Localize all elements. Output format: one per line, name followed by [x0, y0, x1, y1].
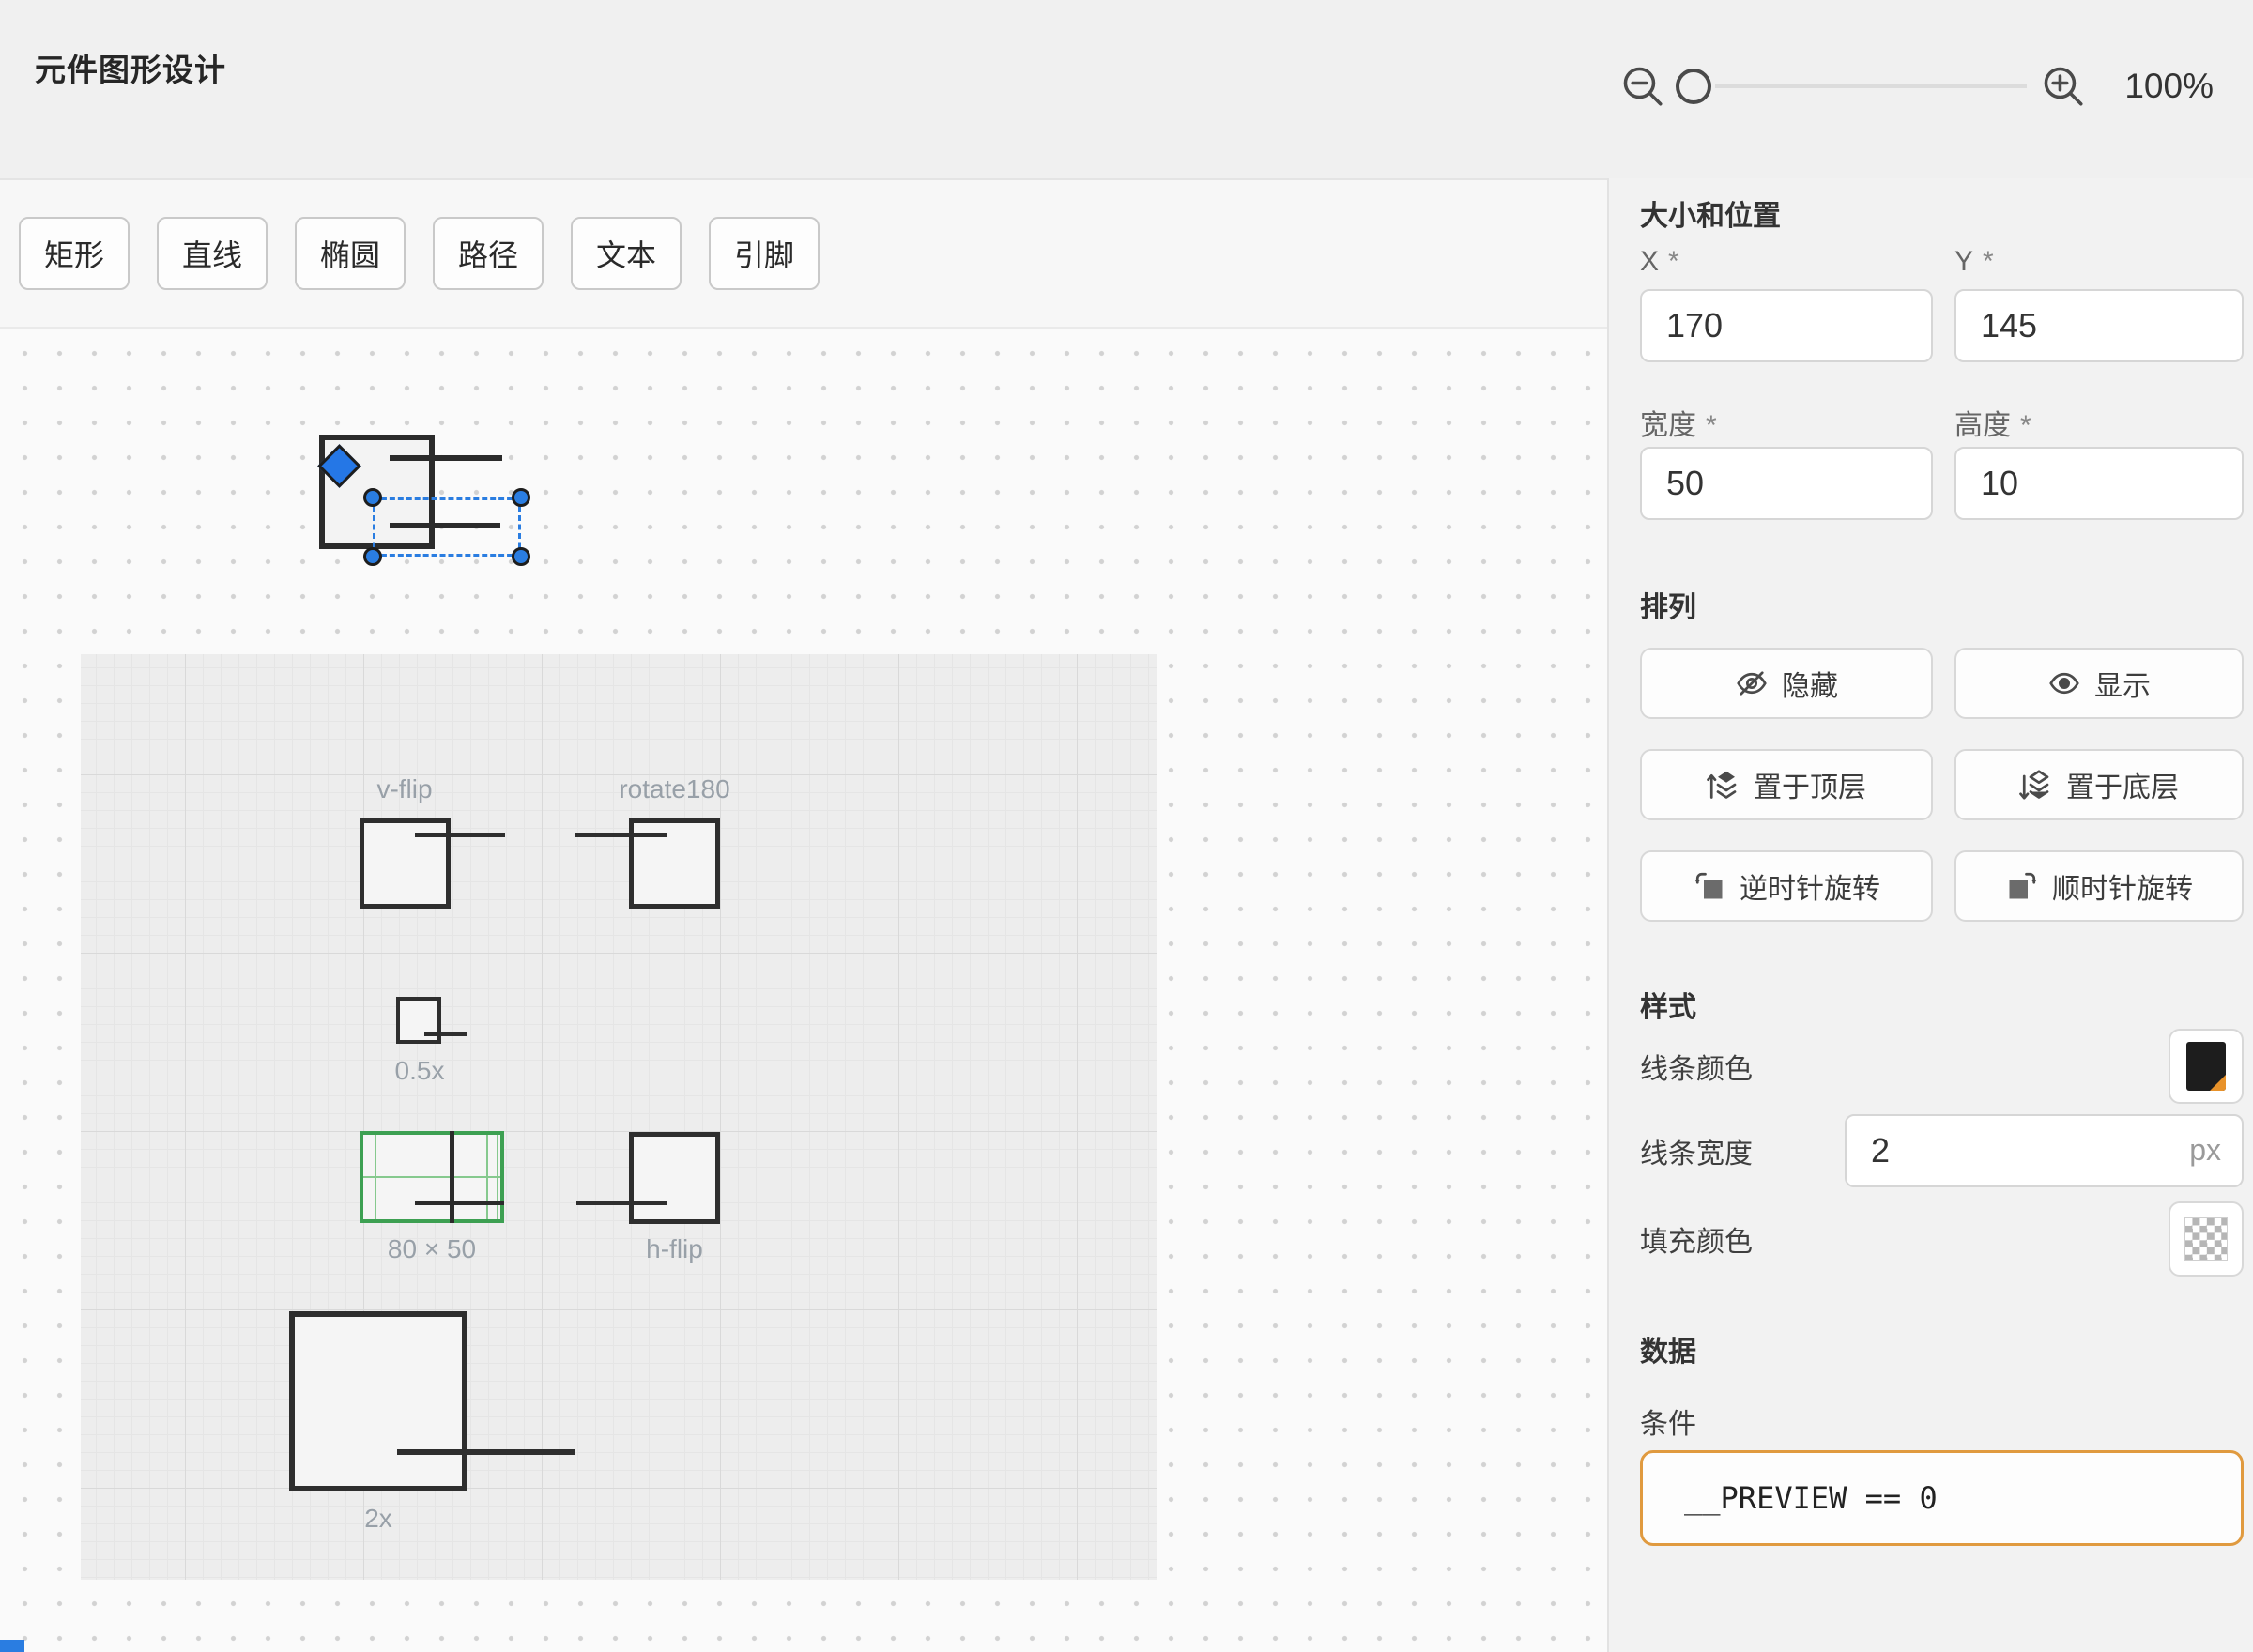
line-color-swatch-icon: [2186, 1042, 2226, 1091]
zoom-out-icon[interactable]: [1619, 63, 1666, 110]
selection-box[interactable]: [373, 497, 521, 557]
section-data: 数据: [1640, 1337, 1696, 1368]
top-bar: 元件图形设计 100%: [0, 0, 2253, 178]
line-color-row: 线条颜色: [1640, 1029, 2244, 1104]
condition-label: 条件: [1640, 1409, 1696, 1440]
layers-down-icon: [2019, 770, 2049, 800]
original-pin-line: [415, 1201, 504, 1205]
resize-guide-line: [363, 1176, 500, 1178]
bring-to-front-button[interactable]: 置于顶层: [1640, 749, 1933, 820]
section-style: 样式: [1640, 992, 1696, 1023]
tool-rectangle[interactable]: 矩形: [19, 217, 130, 290]
shape-toolbar: 矩形 直线 椭圆 路径 文本 引脚: [0, 178, 1607, 329]
shape-label: 0.5x: [394, 1056, 445, 1085]
send-to-back-button[interactable]: 置于底层: [1954, 749, 2244, 820]
fill-color-picker[interactable]: [2169, 1201, 2244, 1277]
shape-label: 80 × 50: [387, 1234, 477, 1263]
shape-half-scale[interactable]: [396, 997, 441, 1044]
shape-label: h-flip: [646, 1234, 703, 1263]
symbol-pin-bottom[interactable]: [390, 523, 500, 528]
shape-label: rotate180: [619, 774, 730, 803]
shape-double-scale-pin: [397, 1449, 575, 1455]
shape-half-scale-pin: [424, 1032, 467, 1036]
y-field[interactable]: [1954, 289, 2244, 362]
selection-handle-nw[interactable]: [363, 488, 382, 507]
zoom-slider-handle[interactable]: [1676, 69, 1712, 104]
resize-guide-line: [486, 1135, 488, 1219]
design-canvas[interactable]: v-flip rotate180 0.5x 80 × 50 h-flip 2x: [0, 329, 1607, 1652]
fill-color-row: 填充颜色: [1640, 1201, 2244, 1277]
zoom-level: 100%: [2124, 67, 2214, 105]
rotate-cw-button[interactable]: 顺时针旋转: [1954, 850, 2244, 922]
arrange-buttons: 隐藏 显示 置于顶层: [1640, 648, 2244, 922]
fill-color-label: 填充颜色: [1640, 1227, 1753, 1258]
shape-label: v-flip: [376, 774, 433, 803]
line-color-picker[interactable]: [2169, 1029, 2244, 1104]
tool-pin[interactable]: 引脚: [709, 217, 820, 290]
tool-line[interactable]: 直线: [157, 217, 268, 290]
hide-button[interactable]: 隐藏: [1640, 648, 1933, 719]
rotate-ccw-icon: [1694, 872, 1723, 899]
zoom-controls: 100%: [1619, 60, 2214, 113]
y-label: Y*: [1954, 246, 1994, 277]
line-color-label: 线条颜色: [1640, 1054, 1753, 1085]
section-size-position: 大小和位置: [1640, 201, 1781, 232]
original-edge-line: [450, 1131, 454, 1223]
canvas-corner-indicator: [0, 1640, 24, 1652]
line-width-row: 线条宽度 px: [1640, 1114, 2244, 1187]
height-field[interactable]: [1954, 447, 2244, 520]
selection-handle-sw[interactable]: [363, 547, 382, 566]
resize-guide-line: [497, 1135, 498, 1219]
selection-handle-se[interactable]: [512, 547, 530, 566]
shape-h-flip-pin: [576, 1201, 667, 1205]
width-field[interactable]: [1640, 447, 1933, 520]
condition-field[interactable]: [1640, 1450, 2244, 1546]
symbol-pin-top[interactable]: [390, 455, 502, 461]
height-label: 高度*: [1954, 410, 2031, 441]
page-title: 元件图形设计: [35, 53, 226, 87]
zoom-slider-track[interactable]: [1715, 84, 2028, 88]
selection-handle-ne[interactable]: [512, 488, 530, 507]
shape-double-scale[interactable]: [289, 1311, 467, 1491]
width-label: 宽度*: [1640, 410, 1717, 441]
transparent-checker-icon: [2184, 1217, 2228, 1261]
line-width-unit: px: [2189, 1133, 2221, 1167]
shape-rotate180-pin: [575, 833, 667, 837]
shape-h-flip[interactable]: [629, 1132, 720, 1224]
tool-path[interactable]: 路径: [433, 217, 544, 290]
tool-ellipse[interactable]: 椭圆: [295, 217, 406, 290]
section-arrange: 排列: [1640, 592, 1696, 623]
x-label: X*: [1640, 246, 1679, 277]
shape-label: 2x: [364, 1504, 392, 1533]
x-field[interactable]: [1640, 289, 1933, 362]
line-width-label: 线条宽度: [1640, 1139, 1753, 1170]
zoom-in-icon[interactable]: [2040, 63, 2087, 110]
tool-text[interactable]: 文本: [571, 217, 682, 290]
layers-up-icon: [1707, 771, 1737, 799]
eye-off-icon: [1737, 671, 1767, 696]
show-button[interactable]: 显示: [1954, 648, 2244, 719]
eye-icon: [2049, 672, 2079, 695]
shape-v-flip-pin: [415, 833, 505, 837]
line-width-field[interactable]: [1845, 1114, 2244, 1187]
properties-panel: 大小和位置 X* Y* 宽度* 高度* 排列: [1607, 178, 2253, 1652]
rotate-ccw-button[interactable]: 逆时针旋转: [1640, 850, 1933, 922]
rotate-cw-icon: [2009, 872, 2037, 899]
reference-grid-area: v-flip rotate180 0.5x 80 × 50 h-flip 2x: [81, 654, 1157, 1580]
